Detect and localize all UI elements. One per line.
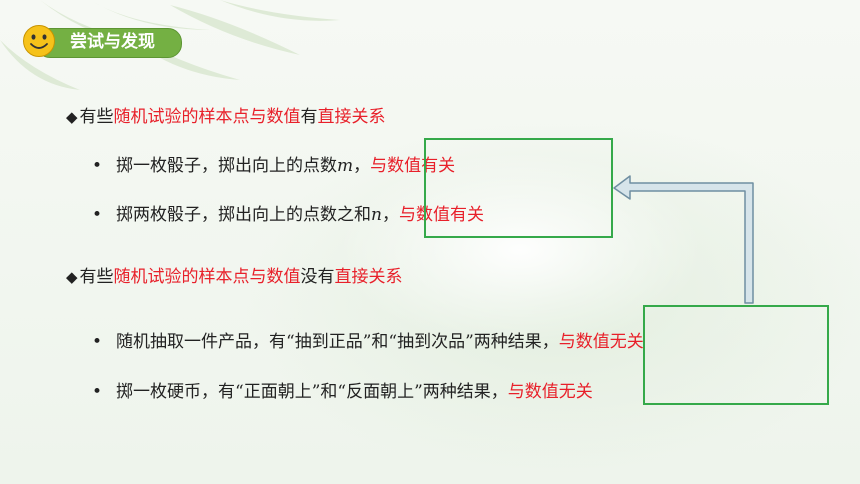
bullet-dot-icon: • [92,156,103,176]
section-badge: 尝试与发现 [22,24,182,58]
bullet-dot-icon: • [92,205,103,225]
diamond-bullet-icon: ◆ [66,108,78,126]
highlight-box-related [424,138,613,238]
willow-leaves-decoration [0,0,340,90]
diamond-bullet-icon: ◆ [66,268,78,286]
list-item: •掷两枚骰子，掷出向上的点数之和n，与数值有关 [92,205,484,225]
list-item: •掷一枚骰子，掷出向上的点数m，与数值有关 [92,156,456,176]
bullet-dot-icon: • [92,382,103,402]
smiley-icon [23,25,55,57]
list-item: •随机抽取一件产品，有“抽到正品”和“抽到次品”两种结果，与数值无关 [92,332,644,352]
section1-heading: ◆有些随机试验的样本点与数值有直接关系 [66,107,386,127]
highlight-box-unrelated [643,305,829,405]
badge-pill [36,28,182,58]
section2-heading: ◆有些随机试验的样本点与数值没有直接关系 [66,267,403,287]
list-item: •掷一枚硬币，有“正面朝上”和“反面朝上”两种结果，与数值无关 [92,382,593,402]
bullet-dot-icon: • [92,332,103,352]
badge-label: 尝试与发现 [70,32,155,52]
